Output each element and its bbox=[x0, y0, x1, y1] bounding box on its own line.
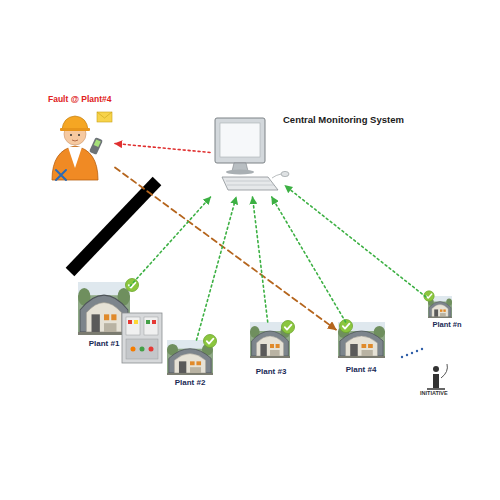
node-label: Plant #2 bbox=[165, 378, 215, 387]
signal-arrow bbox=[285, 186, 426, 297]
plant-node: Plant #n bbox=[426, 294, 464, 330]
node-label: Plant #3 bbox=[248, 367, 294, 376]
logo-caption: INITIATIVE bbox=[420, 390, 448, 396]
plant-node: Plant #2 bbox=[165, 340, 215, 387]
signal-arrow bbox=[115, 144, 210, 153]
control-panel bbox=[122, 313, 162, 363]
status-check bbox=[126, 279, 435, 348]
technician-figure bbox=[52, 112, 112, 180]
signal-arrow bbox=[130, 197, 210, 286]
node-label: Fault @ Plant#4 bbox=[48, 95, 112, 105]
monitoring-station: Central Monitoring System bbox=[210, 115, 285, 197]
node-label: Plant #1 bbox=[78, 339, 130, 348]
technician-node: Fault @ Plant#4 bbox=[40, 95, 115, 185]
plant-node: Plant #4 bbox=[336, 322, 386, 374]
logo-icon bbox=[427, 364, 447, 389]
signal-arrow bbox=[272, 197, 346, 322]
computer-icon bbox=[215, 118, 289, 190]
signal-arrow bbox=[197, 197, 237, 340]
node-label: Plant #n bbox=[428, 321, 466, 330]
plant-node: Plant #3 bbox=[248, 322, 294, 376]
plant-node: Plant #1 bbox=[78, 282, 130, 348]
ellipsis-dots bbox=[401, 348, 423, 358]
signal-arrow bbox=[252, 197, 267, 322]
barrier-bar bbox=[70, 181, 157, 272]
node-label: Central Monitoring System bbox=[283, 115, 404, 126]
node-label: Plant #4 bbox=[336, 365, 386, 374]
plant-picture bbox=[78, 282, 452, 375]
signal-arrow bbox=[115, 168, 336, 330]
